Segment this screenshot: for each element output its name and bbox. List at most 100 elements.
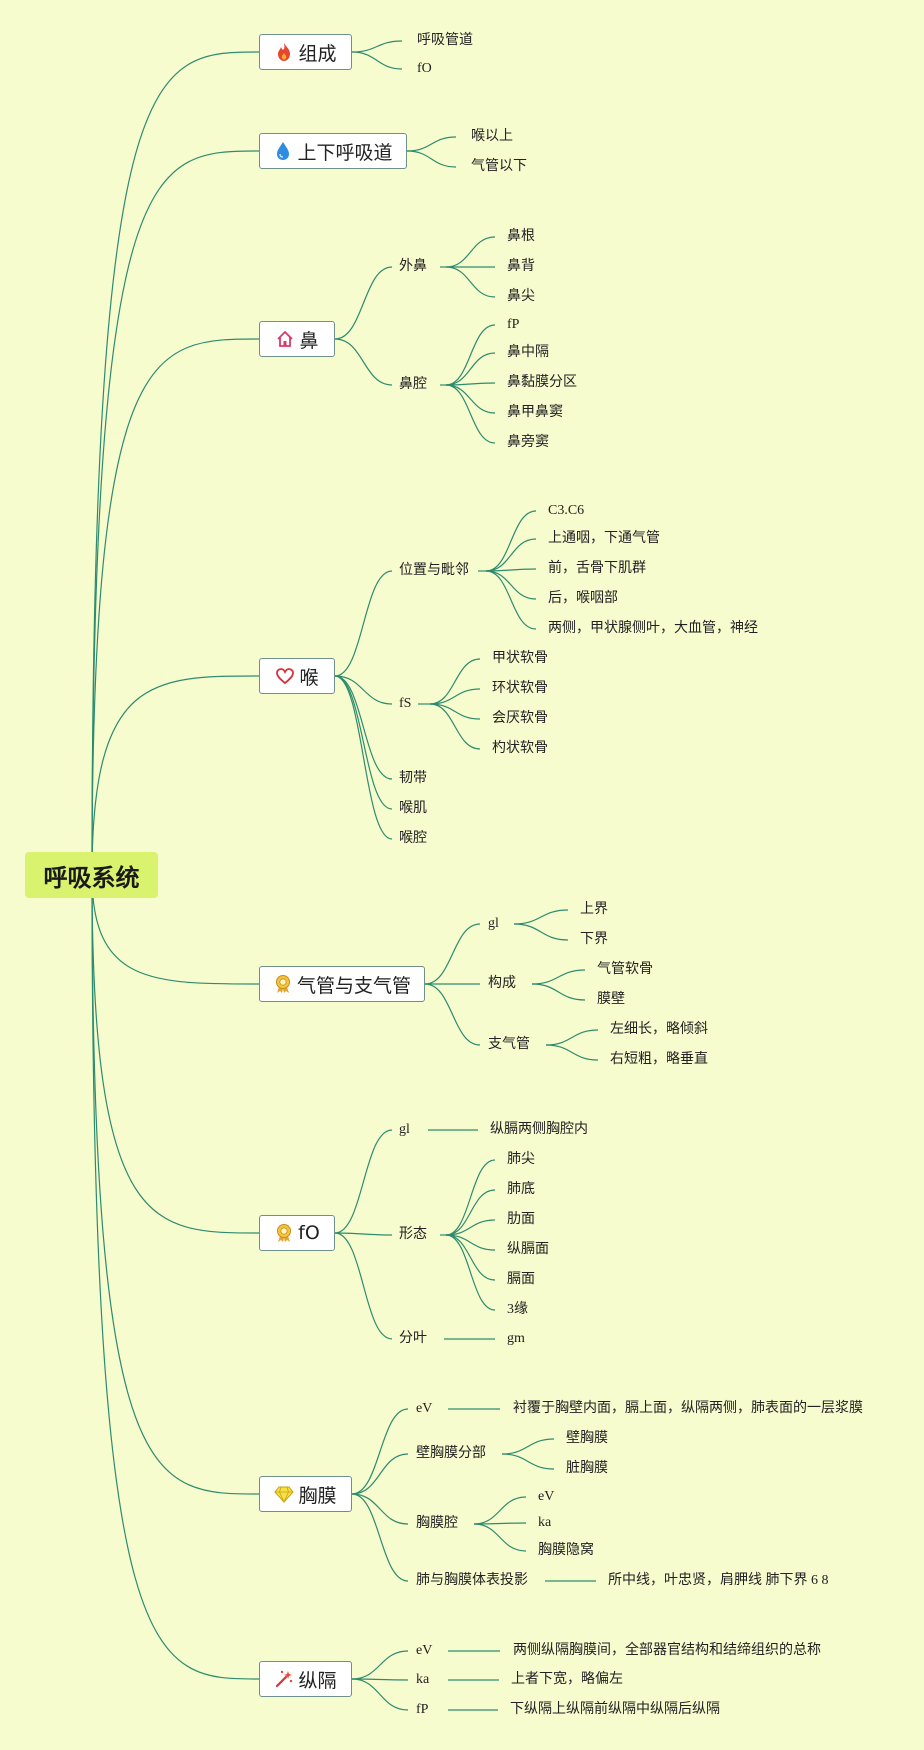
branch-shangxia-huxidao[interactable]: 上下呼吸道 (259, 133, 407, 169)
leaf-node[interactable]: 肋面 (507, 1212, 535, 1227)
sub-node[interactable]: eV (416, 1401, 433, 1416)
branch-fei[interactable]: fO (259, 1215, 335, 1251)
connector-curve (406, 150, 457, 168)
leaf-node[interactable]: 呼吸管道 (417, 33, 473, 48)
leaf-node[interactable]: 纵膈两侧胸腔内 (490, 1122, 588, 1137)
house-icon (275, 328, 295, 350)
connector-curve (334, 1232, 393, 1340)
leaf-node[interactable]: 鼻尖 (507, 289, 535, 304)
leaf-node[interactable]: 喉以上 (471, 129, 513, 144)
sub-node[interactable]: 胸膜腔 (416, 1516, 458, 1531)
connector-curve (91, 874, 260, 1495)
connector-curve (531, 983, 586, 1001)
leaf-node[interactable]: gm (507, 1331, 525, 1346)
leaf-node[interactable]: 鼻甲鼻窦 (507, 405, 563, 420)
leaf-node[interactable]: 甲状软骨 (492, 651, 548, 666)
leaf-node[interactable]: 脏胸膜 (566, 1461, 608, 1476)
leaf-node[interactable]: 上通咽，下通气管 (548, 531, 660, 546)
sub-node[interactable]: gl (399, 1122, 410, 1137)
leaf-node[interactable]: 右短粗，略垂直 (610, 1052, 708, 1067)
leaf-node[interactable]: 环状软骨 (492, 681, 548, 696)
connector-curve (91, 874, 260, 985)
root-node[interactable]: 呼吸系统 (25, 852, 158, 898)
sub-node[interactable]: 构成 (488, 976, 516, 991)
leaf-node[interactable]: 上者下宽，略偏左 (511, 1672, 623, 1687)
leaf-node[interactable]: 鼻根 (507, 229, 535, 244)
connector-curve (424, 923, 481, 985)
sub-node[interactable]: 韧带 (399, 771, 427, 786)
sub-node[interactable]: 形态 (399, 1227, 427, 1242)
leaf-node[interactable]: 肺底 (507, 1182, 535, 1197)
connector-curve (334, 338, 393, 386)
leaf-node[interactable]: 鼻黏膜分区 (507, 375, 577, 390)
leaf-node[interactable]: fO (417, 61, 432, 76)
connector-curve (351, 51, 403, 70)
connector-curve (91, 874, 260, 1680)
sub-node[interactable]: 壁胸膜分部 (416, 1446, 486, 1461)
leaf-node[interactable]: 两侧，甲状腺侧叶，大血管，神经 (548, 621, 758, 636)
leaf-node[interactable]: 杓状软骨 (492, 741, 548, 756)
sub-node[interactable]: 喉腔 (399, 831, 427, 846)
sub-node[interactable]: 分叶 (399, 1331, 427, 1346)
leaf-node[interactable]: 所中线，叶忠贤，肩胛线 肺下界 6 8 (608, 1573, 829, 1588)
leaf-node[interactable]: 下界 (580, 932, 608, 947)
sub-node[interactable]: eV (416, 1643, 433, 1658)
leaf-node[interactable]: 3缘 (507, 1302, 528, 1317)
sub-node[interactable]: 肺与胸膜体表投影 (416, 1573, 528, 1588)
connector-curve (351, 1493, 409, 1525)
connector-curve (485, 510, 537, 572)
sub-node[interactable]: 外鼻 (399, 259, 427, 274)
leaf-node[interactable]: 上界 (580, 902, 608, 917)
sub-node[interactable]: fP (416, 1702, 429, 1717)
sub-node[interactable]: 支气管 (488, 1037, 530, 1052)
connector-curve (473, 1496, 527, 1525)
connector-curve (91, 51, 260, 876)
leaf-node[interactable]: 会厌软骨 (492, 711, 548, 726)
leaf-node[interactable]: 胸膜隐窝 (538, 1543, 594, 1558)
leaf-node[interactable]: ka (538, 1515, 552, 1530)
sub-node[interactable]: 喉肌 (399, 801, 427, 816)
branch-zucheng[interactable]: 组成 (259, 34, 352, 70)
leaf-node[interactable]: 衬覆于胸壁内面，膈上面，纵隔两侧，肺表面的一层浆膜 (513, 1401, 863, 1416)
fire-icon (274, 41, 294, 63)
sub-node[interactable]: 位置与毗邻 (399, 563, 469, 578)
leaf-node[interactable]: 下纵隔上纵隔前纵隔中纵隔后纵隔 (510, 1702, 720, 1717)
leaf-node[interactable]: 气管以下 (471, 159, 527, 174)
leaf-node[interactable]: 两侧纵隔胸膜间，全部器官结构和结缔组织的总称 (513, 1643, 821, 1658)
leaf-node[interactable]: 膜壁 (597, 992, 625, 1007)
leaf-node[interactable]: C3.C6 (548, 503, 585, 518)
sub-node[interactable]: fS (399, 696, 412, 711)
connector-curve (334, 1232, 393, 1236)
leaf-node[interactable]: 壁胸膜 (566, 1431, 608, 1446)
leaf-node[interactable]: 鼻背 (507, 259, 535, 274)
connector-curve (351, 1408, 409, 1495)
leaf-node[interactable]: fP (507, 317, 520, 332)
branch-zongge[interactable]: 纵隔 (259, 1661, 352, 1697)
leaf-node[interactable]: 后，喉咽部 (548, 591, 618, 606)
branch-label: 上下呼吸道 (297, 141, 393, 164)
sub-node[interactable]: gl (488, 916, 499, 931)
branch-hou[interactable]: 喉 (259, 658, 335, 694)
connector-curve (501, 1438, 555, 1455)
connector-curve (445, 1159, 496, 1236)
connector-curve (445, 384, 496, 414)
connector-curve (429, 658, 481, 705)
sub-node[interactable]: 鼻腔 (399, 377, 427, 392)
connector-curve (334, 675, 393, 810)
connector-curve (445, 236, 496, 268)
leaf-node[interactable]: 纵膈面 (507, 1242, 549, 1257)
leaf-node[interactable]: 膈面 (507, 1272, 535, 1287)
connector-curve (445, 1234, 496, 1281)
leaf-node[interactable]: 气管软骨 (597, 962, 653, 977)
branch-bi[interactable]: 鼻 (259, 321, 335, 357)
connector-curve (513, 923, 569, 941)
branch-qiguan-zhiqiguan[interactable]: 气管与支气管 (259, 966, 425, 1002)
leaf-node[interactable]: eV (538, 1489, 555, 1504)
leaf-node[interactable]: 鼻中隔 (507, 345, 549, 360)
sub-node[interactable]: ka (416, 1672, 430, 1687)
leaf-node[interactable]: 左细长，略倾斜 (610, 1022, 708, 1037)
leaf-node[interactable]: 前，舌骨下肌群 (548, 561, 646, 576)
leaf-node[interactable]: 肺尖 (507, 1152, 535, 1167)
leaf-node[interactable]: 鼻旁窦 (507, 435, 549, 450)
branch-xiongmo[interactable]: 胸膜 (259, 1476, 352, 1512)
